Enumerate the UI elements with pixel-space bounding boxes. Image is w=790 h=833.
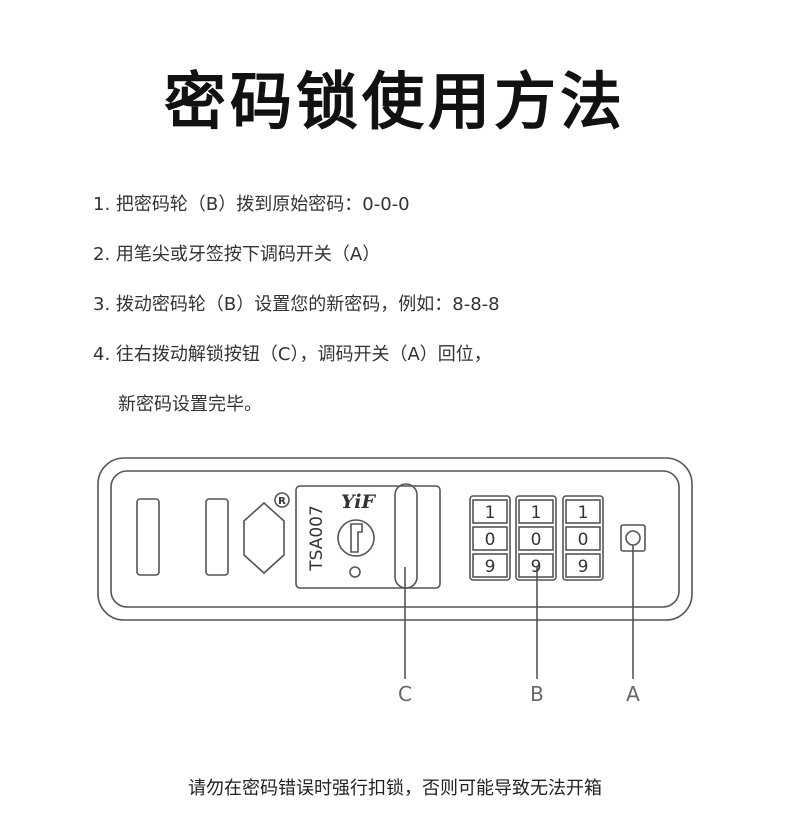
code-wheel-2-digit-2: 0 <box>531 530 542 550</box>
code-wheel-frame-2 <box>515 495 557 581</box>
code-wheel-1-digit-2: 0 <box>485 530 496 550</box>
registered-mark-label: R <box>278 496 286 507</box>
code-wheel-3-digit-2: 0 <box>578 530 589 550</box>
keyhole-icon <box>337 519 375 557</box>
code-wheel-3-digit-3: 9 <box>578 557 589 577</box>
code-wheel-1-cell-2[interactable] <box>472 526 508 551</box>
code-wheel-1-digit-3: 9 <box>485 557 496 577</box>
code-wheel-frame-3 <box>562 495 604 581</box>
code-wheel-2-cell-2[interactable] <box>518 526 554 551</box>
step-4: 4. 往右拨动解锁按钮（C），调码开关（A）回位， <box>93 344 492 365</box>
code-wheel-3-cell-3[interactable] <box>565 553 601 578</box>
unlock-slider-button[interactable] <box>394 483 418 589</box>
code-wheel-2-digit-3: 9 <box>531 557 542 577</box>
code-wheel-2-digit-1: 1 <box>531 503 542 523</box>
callout-label-a: A <box>626 682 640 706</box>
code-wheel-3-digit-1: 1 <box>578 503 589 523</box>
step-2: 2. 用笔尖或牙签按下调码开关（A） <box>93 244 381 265</box>
lock-body-outer <box>97 457 693 621</box>
code-wheel-3-cell-2[interactable] <box>565 526 601 551</box>
lock-model-label: TSA007 <box>307 505 327 572</box>
lock-slot-left <box>136 498 160 576</box>
code-wheel-1-cell-3[interactable] <box>472 553 508 578</box>
lock-brand-logo: YiF <box>341 491 376 513</box>
code-wheel-2-cell-1[interactable] <box>518 499 554 524</box>
code-wheel-3-cell-1[interactable] <box>565 499 601 524</box>
keyhole-slot-icon <box>350 523 363 553</box>
page-title: 密码锁使用方法 <box>163 65 626 138</box>
key-panel <box>295 485 441 589</box>
code-wheel-2-cell-3[interactable] <box>518 553 554 578</box>
tsa-hexagon-icon <box>243 501 285 575</box>
registered-mark-icon <box>274 492 290 508</box>
lock-body-inner <box>110 470 680 608</box>
callout-label-c: C <box>398 682 412 706</box>
code-wheel-frame-1 <box>469 495 511 581</box>
lock-slot-middle <box>205 498 229 576</box>
callout-label-b: B <box>530 682 544 706</box>
code-wheel-1-cell-1[interactable] <box>472 499 508 524</box>
reset-pinhole-small <box>349 566 361 578</box>
step-3: 3. 拨动密码轮（B）设置您的新密码，例如：8-8-8 <box>93 294 500 315</box>
step-4-continued: 新密码设置完毕。 <box>118 394 262 415</box>
step-1: 1. 把密码轮（B）拨到原始密码：0-0-0 <box>93 194 410 215</box>
code-wheel-1-digit-1: 1 <box>485 503 496 523</box>
warning-note: 请勿在密码错误时强行扣锁，否则可能导致无法开箱 <box>188 778 602 799</box>
reset-switch-button[interactable] <box>625 530 641 546</box>
